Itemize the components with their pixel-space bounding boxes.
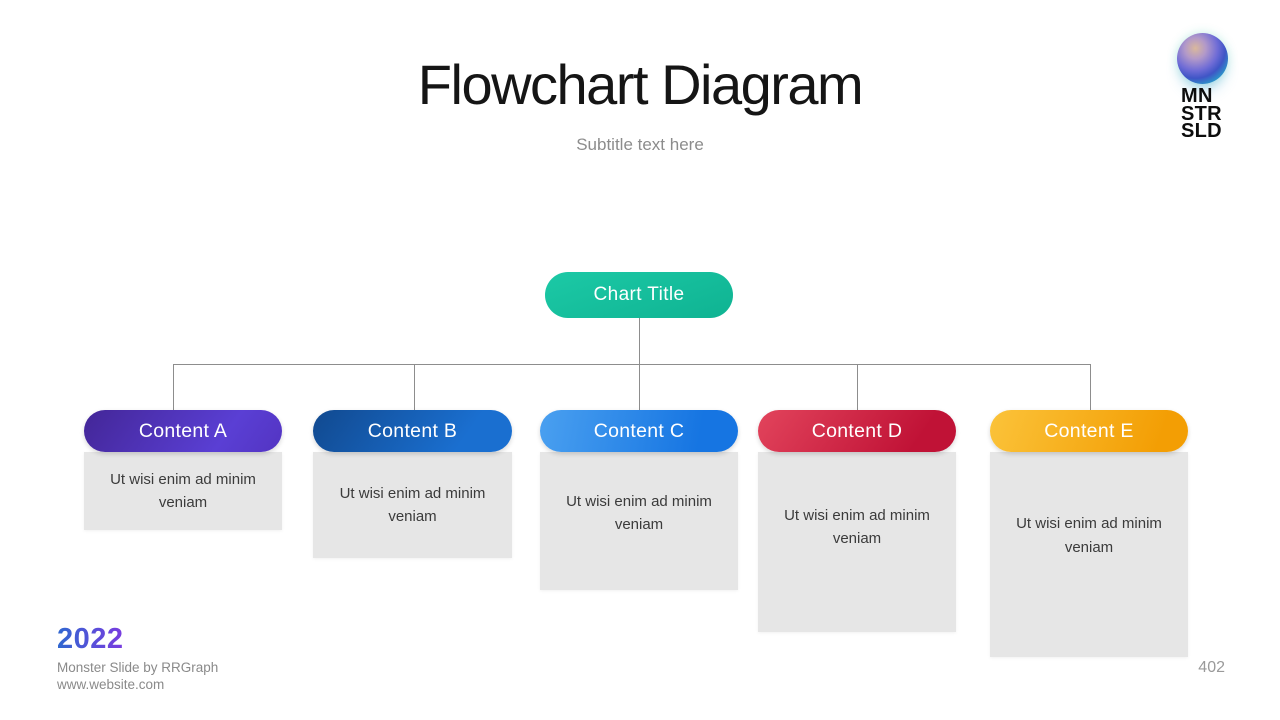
page-title: Flowchart Diagram xyxy=(417,53,864,116)
footer-year: 2022 xyxy=(57,623,124,655)
logo-line: MN xyxy=(1181,85,1213,107)
node-body-text: Ut wisi enim ad minim veniam xyxy=(110,470,256,511)
logo-sphere-icon xyxy=(1177,33,1228,84)
logo-line: STR xyxy=(1181,102,1222,125)
connector-drop-b xyxy=(414,364,415,411)
node-body-text: Ut wisi enim ad minim veniam xyxy=(339,484,486,525)
brand-logo-text: MN STR SLD xyxy=(1181,85,1222,142)
node-label: Content C xyxy=(593,419,685,442)
node-body-c: Ut wisi enim ad minim veniam xyxy=(540,452,738,590)
logo-line: SLD xyxy=(1181,120,1222,142)
node-body-d: Ut wisi enim ad minim veniam xyxy=(758,452,956,632)
node-label: Content D xyxy=(811,419,903,442)
footer-credit: Monster Slide by RRGraph xyxy=(57,660,219,675)
footer-page-number: 402 xyxy=(1198,659,1225,676)
flowchart-node-content-b: Content B Ut wisi enim ad minim veniam xyxy=(313,410,512,558)
node-label: Content A xyxy=(138,419,228,442)
node-body-text: Ut wisi enim ad minim veniam xyxy=(1016,515,1162,556)
flowchart-root-node: Chart Title xyxy=(545,272,733,318)
connector-drop-e xyxy=(1090,364,1091,411)
flowchart-node-content-e: Content E Ut wisi enim ad minim veniam xyxy=(990,410,1188,657)
connector-horizontal xyxy=(173,364,1091,365)
connector-drop-a xyxy=(173,364,174,411)
connector-drop-d xyxy=(857,364,858,411)
page-subtitle: Subtitle text here xyxy=(576,135,704,154)
node-header-b: Content B xyxy=(313,410,512,452)
flowchart-node-content-a: Content A Ut wisi enim ad minim veniam xyxy=(84,410,282,530)
footer-website: www.website.com xyxy=(57,677,165,692)
node-label: Content B xyxy=(367,419,458,442)
node-body-text: Ut wisi enim ad minim veniam xyxy=(566,492,712,533)
root-node-label: Chart Title xyxy=(593,284,685,305)
flowchart-node-content-d: Content D Ut wisi enim ad minim veniam xyxy=(758,410,956,632)
node-body-text: Ut wisi enim ad minim veniam xyxy=(784,506,930,547)
node-body-b: Ut wisi enim ad minim veniam xyxy=(313,452,512,558)
node-header-e: Content E xyxy=(990,410,1188,452)
node-body-a: Ut wisi enim ad minim veniam xyxy=(84,452,282,530)
node-label: Content E xyxy=(1044,419,1134,442)
flowchart-node-content-c: Content C Ut wisi enim ad minim veniam xyxy=(540,410,738,590)
node-body-e: Ut wisi enim ad minim veniam xyxy=(990,452,1188,657)
node-header-c: Content C xyxy=(540,410,738,452)
node-header-d: Content D xyxy=(758,410,956,452)
node-header-a: Content A xyxy=(84,410,282,452)
